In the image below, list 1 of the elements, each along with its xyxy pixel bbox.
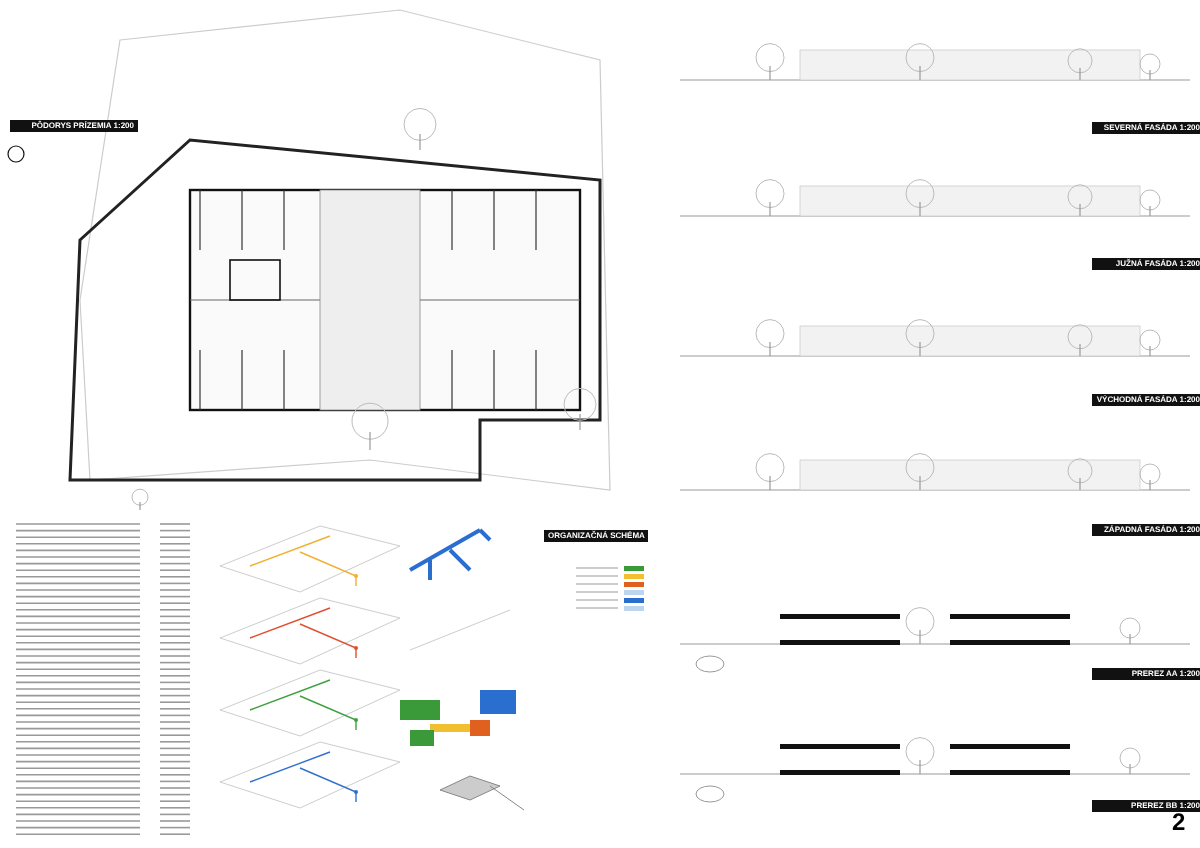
- page-number: 2: [1172, 808, 1186, 836]
